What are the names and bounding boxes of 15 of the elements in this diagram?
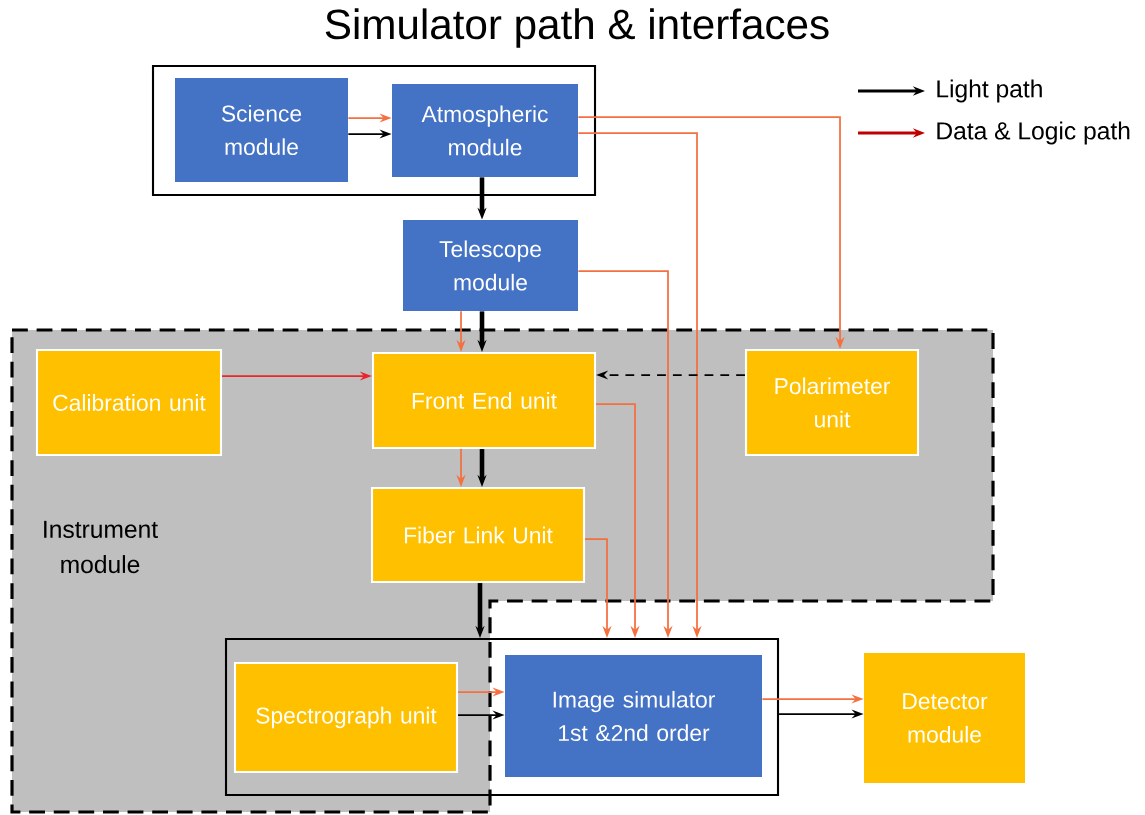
legend-text: Light path bbox=[937, 79, 1042, 103]
title: Simulator path & interfaces bbox=[325, 8, 829, 48]
frame bbox=[224, 637, 780, 797]
unit-box: Fiber Link Unit bbox=[370, 486, 586, 584]
unit-box: Polarimeter unit bbox=[744, 348, 920, 457]
unit-box: Spectrograph unit bbox=[233, 661, 459, 774]
module-box: Science module bbox=[175, 78, 348, 182]
frame bbox=[151, 64, 597, 197]
unit-box: Calibration unit bbox=[35, 348, 223, 457]
module-box: Detector module bbox=[864, 653, 1025, 783]
module-box: Atmospheric module bbox=[392, 84, 578, 177]
module-box: Telescope module bbox=[403, 220, 578, 311]
unit-box: Front End unit bbox=[371, 351, 597, 450]
module-box: Image simulator 1st &2nd order bbox=[505, 655, 762, 777]
legend-text: Data & Logic path bbox=[937, 121, 1130, 145]
